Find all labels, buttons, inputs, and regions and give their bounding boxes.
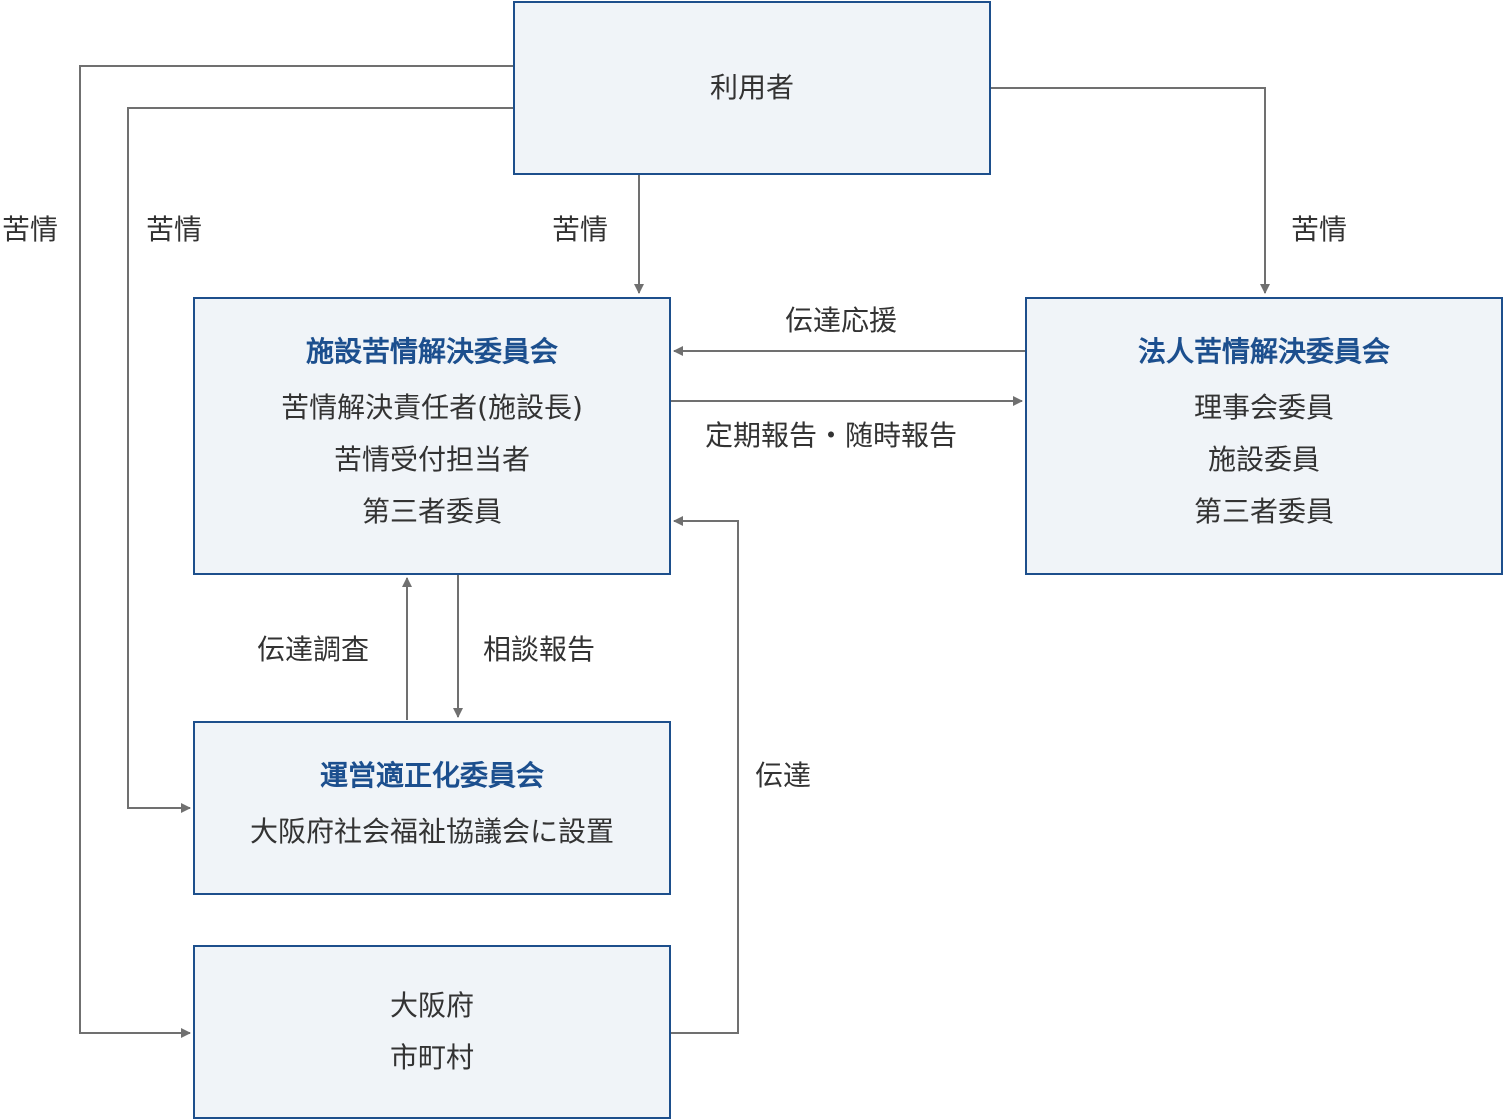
user-box: 利用者	[513, 1, 991, 175]
edge-label-corporate-to-facility: 伝達応援	[785, 304, 898, 337]
edge-label-user-to-operation: 苦情	[146, 213, 203, 246]
corporate-committee-member: 理事会委員	[1193, 391, 1334, 424]
edge-label-government-to-facility: 伝達	[755, 759, 812, 792]
corporate-committee-member: 施設委員	[1207, 443, 1320, 476]
edge-label-user-to-facility: 苦情	[552, 213, 609, 246]
facility-committee-box: 施設苦情解決委員会 苦情解決責任者(施設長) 苦情受付担当者 第三者委員	[193, 297, 671, 575]
facility-committee-title: 施設苦情解決委員会	[305, 335, 558, 368]
edge-label-operation-to-facility: 伝達調査	[257, 633, 370, 666]
operation-committee-location: 大阪府社会福祉協議会に設置	[249, 815, 614, 848]
edge-label-facility-to-corporate: 定期報告・随時報告	[705, 419, 958, 452]
facility-committee-member: 苦情受付担当者	[333, 443, 530, 476]
operation-committee-title: 運営適正化委員会	[319, 759, 544, 792]
corporate-committee-title: 法人苦情解決委員会	[1137, 335, 1390, 368]
arrow-user-to-operation	[127, 107, 513, 813]
government-municipality: 市町村	[389, 1041, 474, 1074]
operation-committee-box: 運営適正化委員会 大阪府社会福祉協議会に設置	[193, 721, 671, 895]
edge-label-user-to-corporate: 苦情	[1291, 213, 1348, 246]
corporate-committee-member: 第三者委員	[1193, 495, 1334, 528]
user-label: 利用者	[709, 71, 794, 104]
government-box: 大阪府 市町村	[193, 945, 671, 1119]
government-prefecture: 大阪府	[389, 989, 474, 1022]
corporate-committee-box: 法人苦情解決委員会 理事会委員 施設委員 第三者委員	[1025, 297, 1503, 575]
arrow-user-to-government	[79, 65, 513, 1038]
edge-label-user-to-government: 苦情	[2, 213, 59, 246]
arrow-user-to-corporate	[991, 87, 1270, 294]
edge-label-facility-to-operation: 相談報告	[483, 633, 596, 666]
facility-committee-member: 第三者委員	[361, 495, 502, 528]
arrow-government-to-facility	[671, 516, 739, 1034]
facility-committee-member: 苦情解決責任者(施設長)	[281, 391, 583, 424]
